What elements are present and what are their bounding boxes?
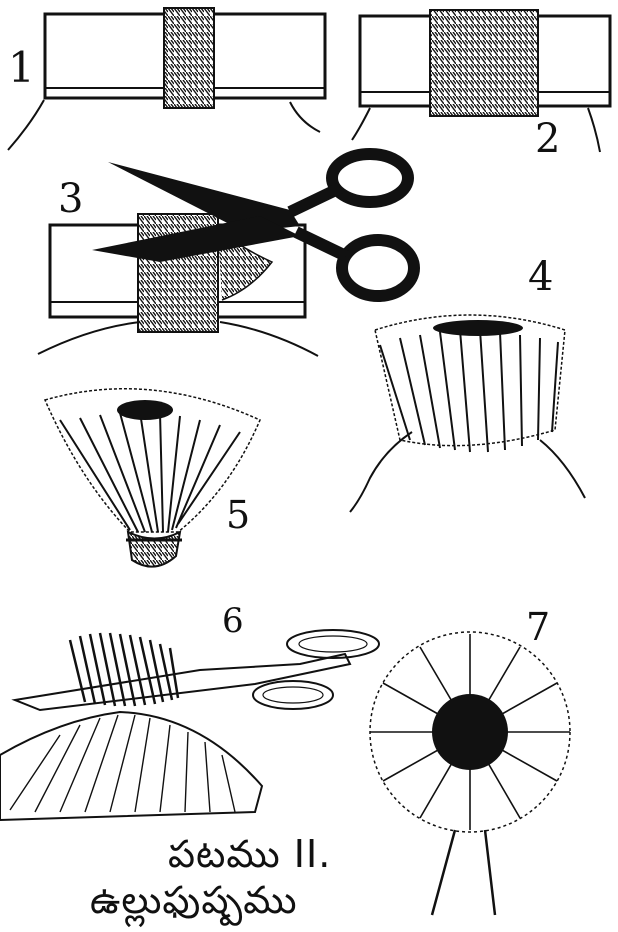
figure-3-card-scissors — [38, 154, 414, 356]
figure-number-3: 3 — [58, 176, 83, 222]
figure-7-pompom — [370, 632, 570, 915]
figure-6-trimming: 6 — [0, 601, 379, 820]
figure-2-card-wrap — [352, 10, 610, 152]
figure-number-1: 1 — [8, 43, 35, 92]
caption-title: ఉల్లుఫుష్పము — [90, 878, 298, 932]
figure-5-tied-tuft — [45, 389, 260, 567]
figure-number-6: 6 — [222, 601, 244, 641]
figure-number-2: 2 — [535, 116, 560, 162]
figure-4-tuft — [350, 315, 585, 512]
figure-1-card-wrap — [8, 8, 325, 150]
figure-number-5: 5 — [226, 493, 250, 537]
figure-number-4: 4 — [528, 254, 553, 300]
figure-number-7: 7 — [526, 605, 550, 649]
